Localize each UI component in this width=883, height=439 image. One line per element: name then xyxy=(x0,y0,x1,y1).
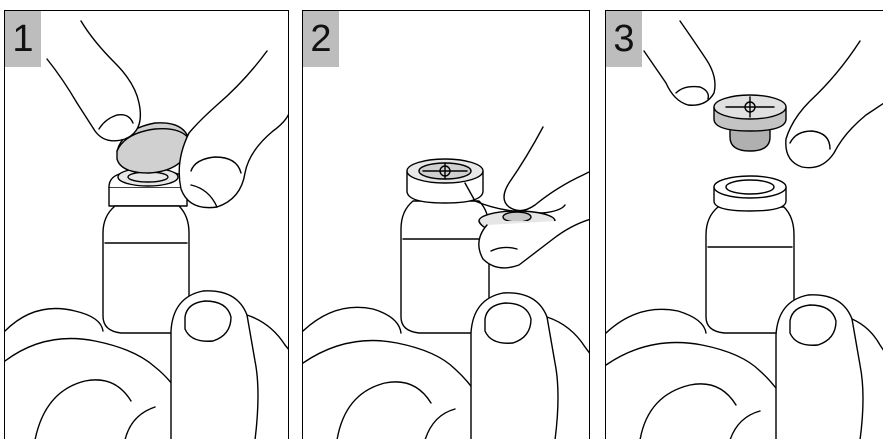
flip-off-vial-cap-icon xyxy=(5,11,289,439)
tear-off-aluminum-seal-icon xyxy=(303,11,590,439)
step-2-panel: 2 xyxy=(302,10,590,439)
step-1-panel: 1 xyxy=(4,10,289,439)
step-number-badge: 2 xyxy=(303,11,339,67)
remove-rubber-stopper-icon xyxy=(606,11,883,439)
step-3-panel: 3 xyxy=(605,10,883,439)
step-number-badge: 3 xyxy=(606,11,642,67)
step-number-badge: 1 xyxy=(5,11,41,67)
